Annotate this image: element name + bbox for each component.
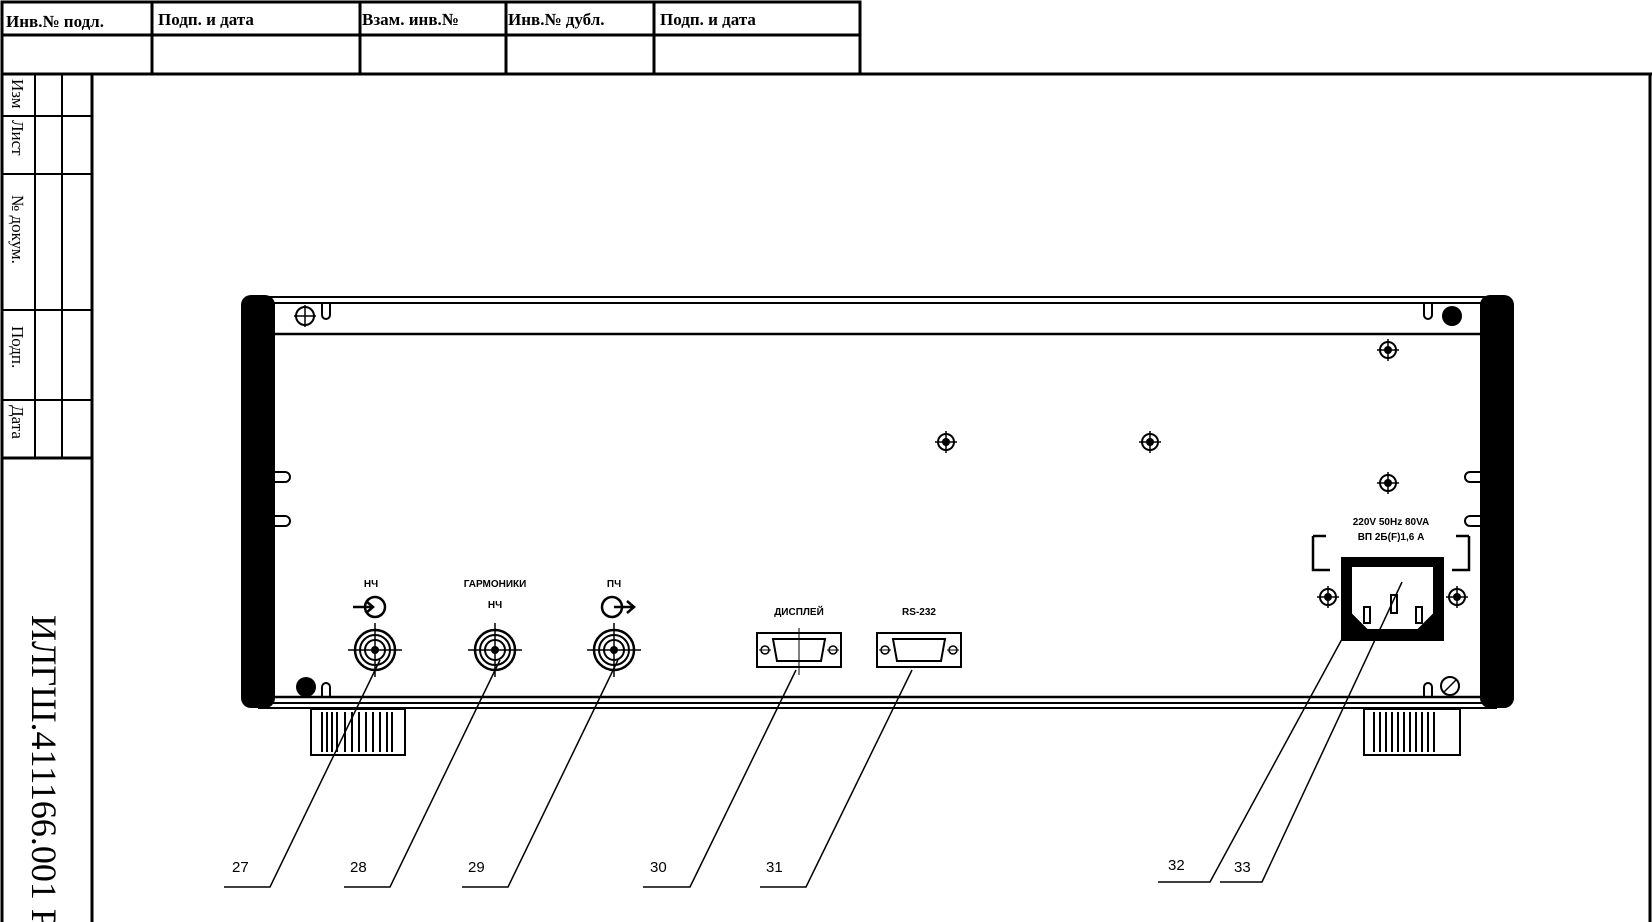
side-revision-headers: Изм Лист № докум. Подп. Дата (8, 79, 27, 439)
panel-screw (1376, 338, 1400, 362)
connector-garmoniki-nch: ГАРМОНИКИ НЧ (464, 579, 527, 679)
side-header-list: Лист (8, 120, 27, 156)
callout-numbers: 27 28 29 30 31 32 33 (232, 857, 1251, 876)
connector-label: ПЧ (607, 579, 621, 590)
side-header-nom-dokum: № докум. (8, 195, 27, 264)
header-inv-podl: Инв.№ подл. (6, 12, 104, 31)
fuse-rating-label: ВП 2Б(F)1,6 А (1358, 532, 1425, 543)
document-code: ИЛГШ.411166.001 РЭ (24, 615, 64, 922)
corner-screw-bottom-right (1440, 676, 1460, 696)
inlet-screw (1316, 585, 1340, 609)
power-rating-label: 220V 50Hz 80VA (1353, 517, 1430, 528)
main-frame (0, 72, 1652, 922)
header-podp-data-1: Подп. и дата (158, 10, 254, 29)
header-vzam-inv: Взам. инв.№ (362, 10, 459, 29)
inlet-screw (1445, 585, 1469, 609)
callout-number: 33 (1234, 859, 1251, 876)
right-foot (1363, 708, 1461, 756)
right-side-handle (1480, 295, 1514, 708)
left-foot (310, 708, 406, 756)
input-arrow-icon (353, 595, 387, 619)
callout-number: 27 (232, 859, 249, 876)
panel-screw (1138, 430, 1162, 454)
connector-display: ДИСПЛЕЙ (756, 605, 842, 675)
side-header-podp: Подп. (8, 326, 27, 368)
side-header-data: Дата (8, 405, 27, 439)
connector-label: НЧ (364, 579, 378, 590)
top-title-headers: Инв.№ подл. Подп. и дата Взам. инв.№ Инв… (6, 10, 756, 31)
side-revision-block (2, 74, 92, 460)
callout-number: 32 (1168, 857, 1185, 874)
connector-label: RS-232 (902, 607, 936, 618)
side-header-izm: Изм (8, 79, 27, 109)
connector-rs232: RS-232 (876, 607, 962, 668)
connector-label: ГАРМОНИКИ (464, 579, 527, 590)
power-inlet: 220V 50Hz 80VA ВП 2Б(F)1,6 А (1311, 517, 1471, 641)
callout-number: 29 (468, 859, 485, 876)
connector-pch: ПЧ (585, 579, 643, 679)
callout-number: 30 (650, 859, 667, 876)
panel-screw (934, 430, 958, 454)
output-arrow-icon (600, 595, 636, 619)
rear-panel (241, 295, 1514, 756)
callout-number: 31 (766, 859, 783, 876)
db9-connector-icon (876, 632, 962, 668)
header-podp-data-2: Подп. и дата (660, 10, 756, 29)
callout-number: 28 (350, 859, 367, 876)
panel-screw (1376, 471, 1400, 495)
connector-label: ДИСПЛЕЙ (774, 605, 824, 618)
connector-nch: НЧ (346, 579, 404, 679)
corner-dot-bottom-left (296, 677, 316, 697)
corner-dot-top-right (1442, 306, 1462, 326)
left-side-handle (241, 295, 275, 708)
header-inv-dubl: Инв.№ дубл. (508, 10, 605, 29)
callout-leaders (224, 581, 1403, 888)
connector-label-2: НЧ (488, 600, 502, 611)
corner-screw-top-left (294, 305, 316, 327)
